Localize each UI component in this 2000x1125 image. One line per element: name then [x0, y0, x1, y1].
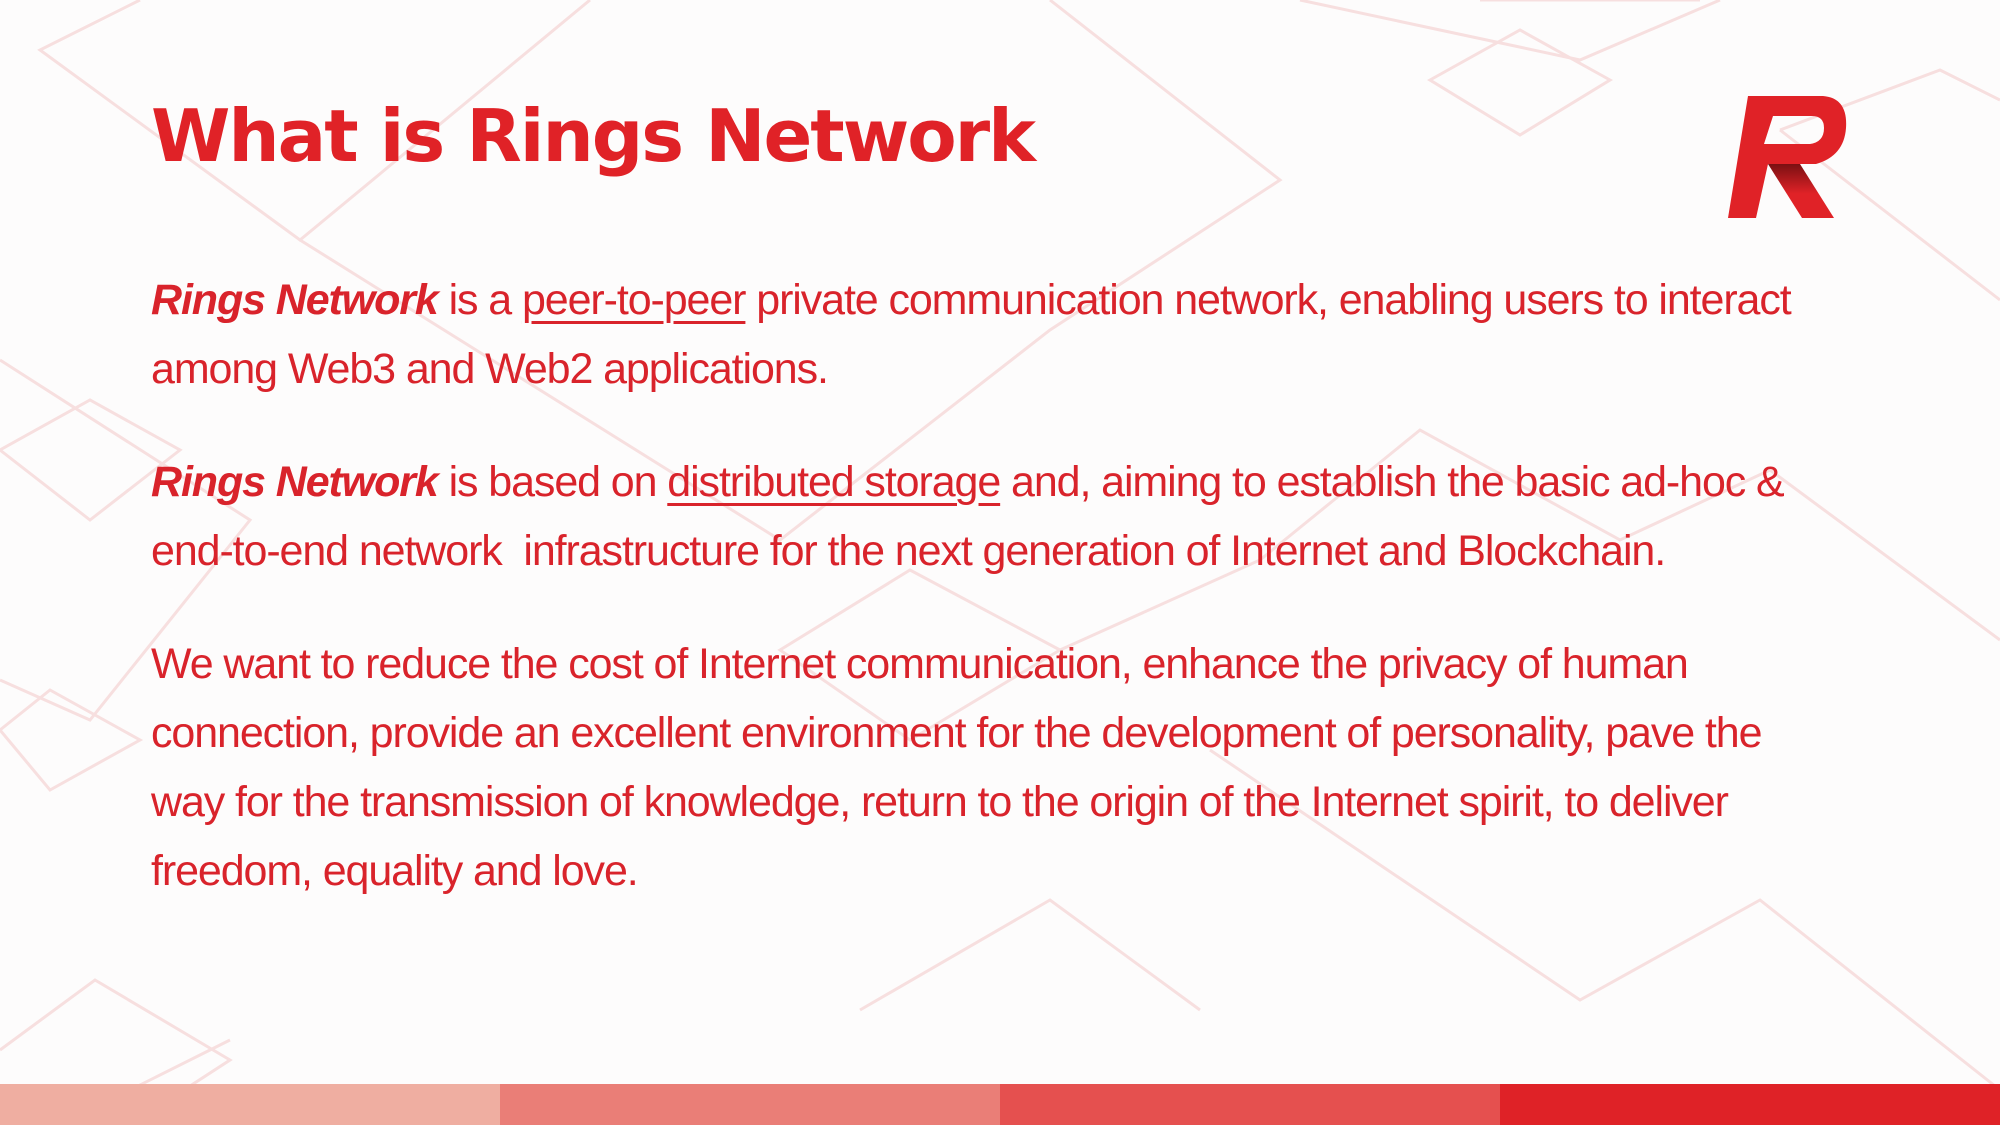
footer-segment-2 — [500, 1084, 1000, 1125]
paragraph-mission: We want to reduce the cost of Internet c… — [151, 640, 1763, 895]
slide-title: What is Rings Network — [151, 94, 1036, 178]
peer-to-peer-link[interactable]: peer-to-peer — [521, 276, 747, 324]
brand-name: Rings Network — [151, 458, 439, 506]
brand-name: Rings Network — [151, 276, 439, 324]
footer-segment-3 — [1000, 1084, 1500, 1125]
footer-segment-4 — [1500, 1084, 2000, 1125]
slide-body: Rings Network is a peer-to-peer private … — [151, 266, 1831, 950]
footer-color-bar — [0, 1084, 2000, 1125]
distributed-storage-link[interactable]: distributed storage — [667, 458, 1001, 506]
paragraph-storage: Rings Network is based on distributed st… — [151, 458, 1795, 575]
rings-network-logo-icon — [1728, 96, 1847, 218]
paragraph-intro: Rings Network is a peer-to-peer private … — [151, 276, 1792, 393]
footer-segment-1 — [0, 1084, 500, 1125]
